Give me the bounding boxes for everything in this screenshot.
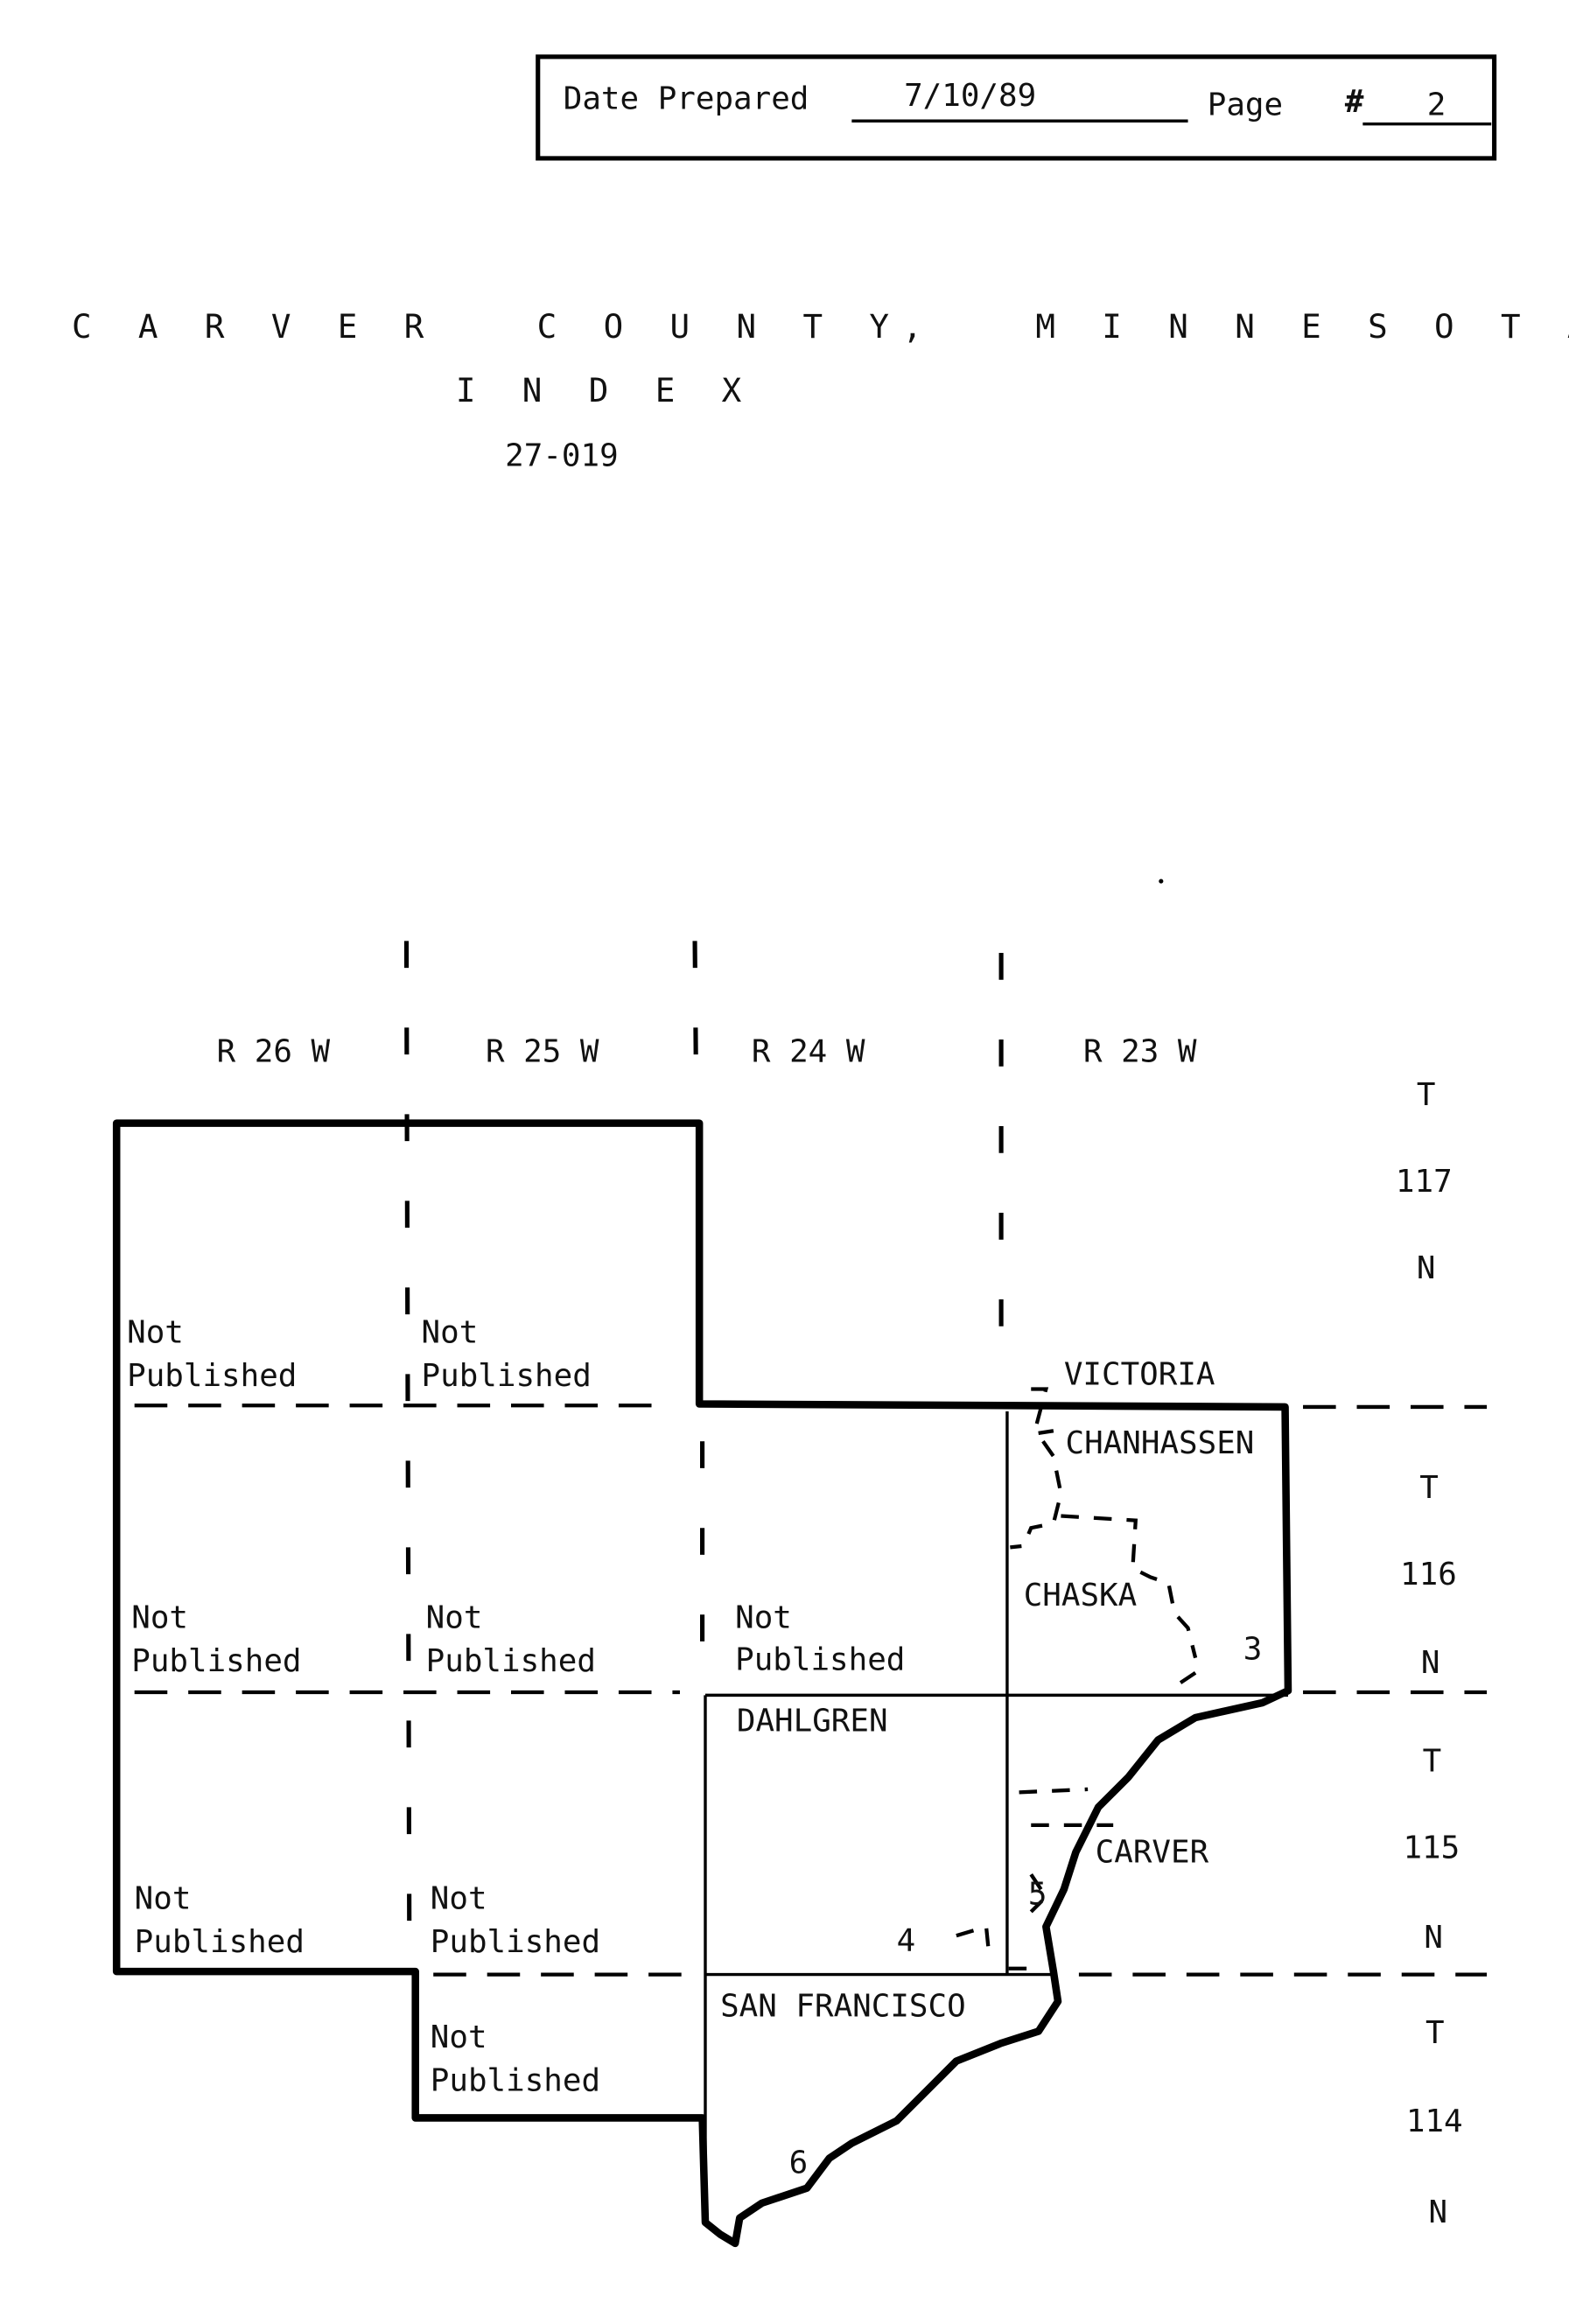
place-chanhassen: CHANHASSEN — [1066, 1425, 1255, 1461]
not-published-r25-t116: Not Published — [426, 1600, 596, 1679]
date-prepared-value: 7/10/89 — [904, 78, 1036, 114]
date-prepared-label: Date Prepared — [564, 81, 809, 117]
sheet-number-4: 4 — [897, 1922, 916, 1958]
township-115-num: 115 — [1403, 1830, 1460, 1866]
title-code: 27-019 — [505, 438, 619, 474]
not-label: Not — [735, 1600, 792, 1636]
city-boundaries — [956, 1387, 1198, 1970]
range-label-25w: R 25 W — [486, 1034, 599, 1070]
place-victoria: VICTORIA — [1064, 1356, 1215, 1392]
township-116-t: T — [1419, 1470, 1439, 1506]
not-published-r26-t116: Not Published — [131, 1600, 301, 1679]
township-labels: T 117 N T 116 N T 115 N T 114 N — [1396, 1077, 1463, 2230]
not-label: Not — [426, 1600, 483, 1636]
township-116-num: 116 — [1400, 1557, 1457, 1592]
published-label: Published — [431, 2063, 600, 2099]
township-116-n: N — [1421, 1645, 1440, 1681]
not-label: Not — [135, 1880, 192, 1916]
not-label: Not — [422, 1315, 479, 1351]
not-published-r25-t116-north: Not Published — [422, 1315, 592, 1394]
published-label: Published — [127, 1358, 297, 1394]
page-number: 2 — [1427, 87, 1446, 122]
title-index: I N D E X — [456, 371, 755, 410]
not-published-r26-t116-north: Not Published — [127, 1315, 297, 1394]
township-117-t: T — [1417, 1077, 1436, 1113]
township-117-num: 117 — [1396, 1164, 1453, 1200]
published-label: Published — [131, 1643, 301, 1679]
not-published-r25-t115: Not Published — [431, 1880, 600, 1959]
township-115-t: T — [1423, 1743, 1442, 1779]
township-114-t: T — [1425, 2015, 1445, 2051]
published-label: Published — [431, 1924, 600, 1960]
not-published-r25-t114: Not Published — [431, 2020, 600, 2098]
place-carver: CARVER — [1096, 1835, 1209, 1871]
title-county: C A R V E R C O U N T Y, M I N N E S O T… — [72, 307, 1569, 346]
sheet-number-3: 3 — [1243, 1631, 1263, 1667]
published-label: Published — [422, 1358, 592, 1394]
not-published-r24-t116: Not Published — [735, 1600, 905, 1678]
published-label: Published — [135, 1924, 305, 1960]
township-114-n: N — [1428, 2194, 1447, 2230]
range-lines — [403, 941, 1004, 1972]
page-label: Page — [1208, 87, 1283, 122]
township-115-n: N — [1424, 1920, 1443, 1956]
sheet-number-6: 6 — [789, 2146, 809, 2181]
place-dahlgren: DAHLGREN — [737, 1703, 888, 1739]
range-label-23w: R 23 W — [1083, 1034, 1197, 1070]
township-grid — [704, 1411, 1288, 2222]
not-label: Not — [131, 1600, 188, 1636]
published-label: Published — [735, 1642, 905, 1677]
not-published-r26-t115: Not Published — [135, 1880, 305, 1959]
county-boundary — [112, 1119, 1292, 2248]
place-chaska: CHASKA — [1024, 1578, 1138, 1614]
not-label: Not — [431, 1880, 487, 1916]
sheet-number-5: 5 — [1028, 1876, 1047, 1912]
page-hash: # — [1345, 84, 1364, 120]
range-label-26w: R 26 W — [217, 1034, 331, 1070]
place-san-francisco: SAN FRANCISCO — [720, 1988, 966, 2024]
range-label-24w: R 24 W — [752, 1034, 865, 1070]
not-label: Not — [431, 2020, 487, 2055]
township-114-num: 114 — [1406, 2104, 1463, 2139]
published-label: Published — [426, 1643, 596, 1679]
township-lines — [134, 1404, 1488, 1977]
not-label: Not — [127, 1315, 184, 1351]
township-117-n: N — [1417, 1250, 1436, 1286]
header-box: Date Prepared 7/10/89 Page # 2 — [536, 54, 1497, 161]
